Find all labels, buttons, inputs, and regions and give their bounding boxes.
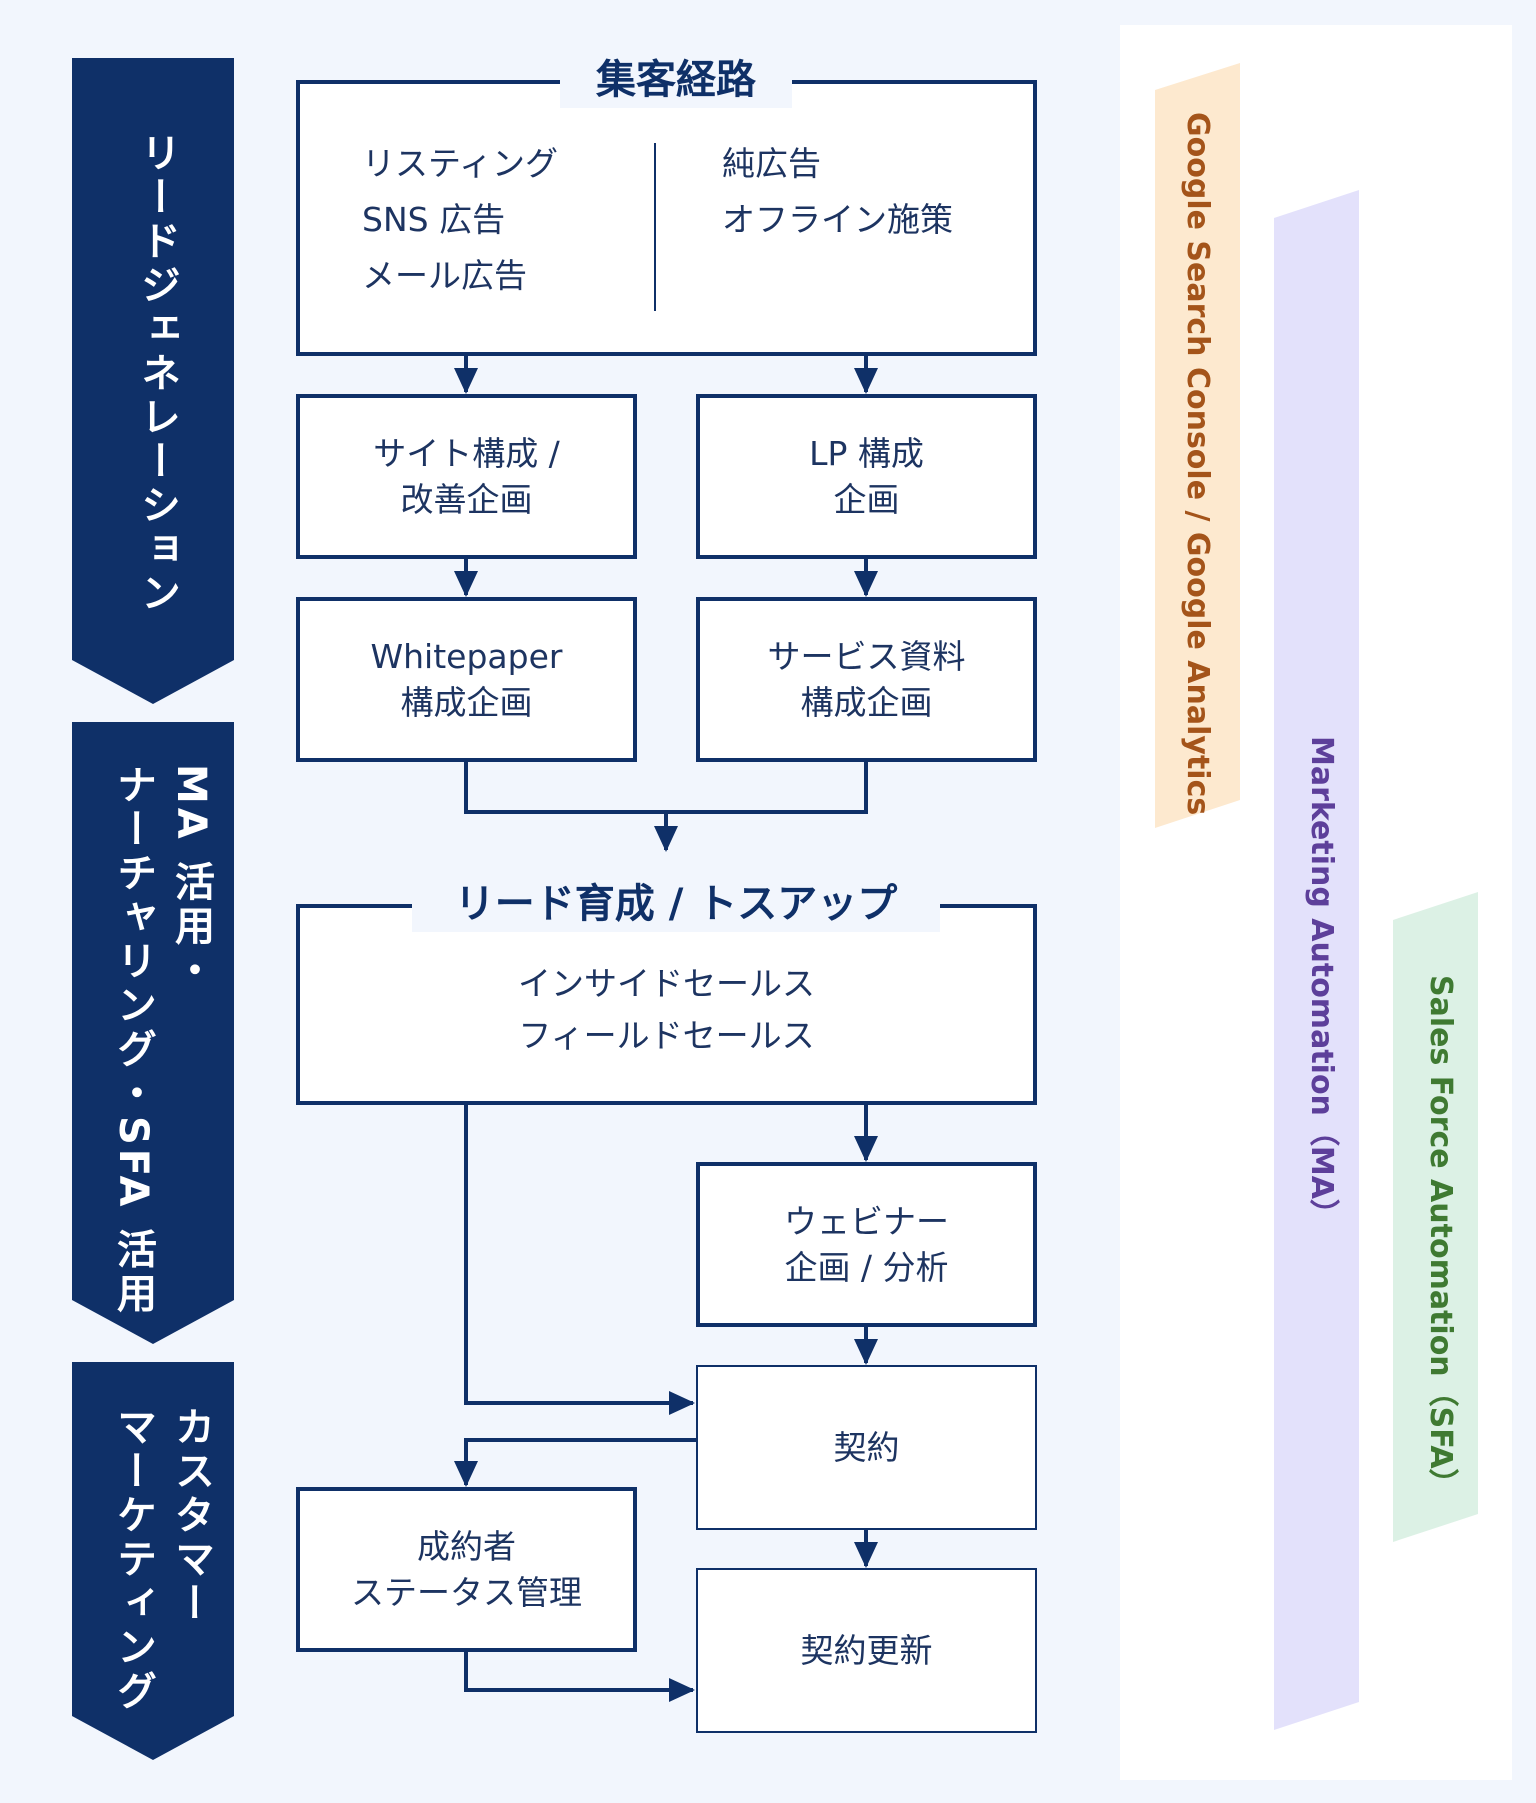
arrow-head (854, 1542, 878, 1568)
box-text: サービス資料 (767, 636, 966, 676)
webinar-box: ウェビナー 企画 / 分析 (696, 1162, 1037, 1327)
box-text: ウェビナー (784, 1201, 949, 1241)
box-text: 契約更新 (800, 1630, 933, 1670)
channel-item: 純広告 (722, 144, 821, 183)
customer-status-box: 成約者 ステータス管理 (296, 1487, 637, 1652)
arrow-head (454, 571, 478, 597)
service-doc-box: サービス資料 構成企画 (696, 597, 1037, 762)
channel-item: オフライン施策 (722, 200, 953, 239)
stage-chevron-lead-generation (72, 58, 234, 704)
lp-structure-box: LP 構成 企画 (696, 394, 1037, 559)
box-text: 構成企画 (400, 682, 533, 722)
channels-list-left: リスティング SNS 広告 メール広告 (362, 136, 558, 304)
stage-label-line: マーケティング (110, 1406, 156, 1714)
box-text: 成約者 (417, 1526, 516, 1566)
arrow-heads (454, 368, 878, 1702)
contract-box: 契約 (696, 1365, 1037, 1530)
tool-band-ma (1274, 190, 1359, 1730)
tool-label-sfa: Sales Force Automation（SFA） (1423, 975, 1458, 1499)
box-text: フィールドセールス (518, 1015, 815, 1055)
stage-label-line: リードジェネレーション (134, 132, 180, 616)
stage-label-line: ナーチャリング・SFA 活用 (110, 764, 156, 1317)
tool-label-ma: Marketing Automation（MA） (1304, 736, 1339, 1229)
site-structure-box: サイト構成 / 改善企画 (296, 394, 637, 559)
arrow-head (854, 368, 878, 394)
arrow-head (669, 1391, 695, 1415)
channel-item: メール広告 (362, 256, 527, 295)
stage-label-line: カスタマー (168, 1406, 214, 1626)
arrow-head (654, 826, 678, 852)
whitepaper-box: Whitepaper 構成企画 (296, 597, 637, 762)
channels-list-right: 純広告 オフライン施策 (722, 136, 953, 248)
channels-title: 集客経路 (560, 52, 792, 108)
arrow-head (454, 1461, 478, 1487)
tool-band-sfa (1393, 892, 1478, 1542)
stage-label-lead-generation: リードジェネレーション (128, 132, 186, 616)
renewal-box: 契約更新 (696, 1568, 1037, 1733)
stage-label-line: MA 活用・ (168, 764, 214, 993)
arrow-nurturing-to-contract (464, 1105, 693, 1405)
box-text: 契約 (833, 1427, 900, 1467)
connector-merge (464, 762, 868, 814)
arrow-head (854, 571, 878, 597)
arrow-contract-to-status (464, 1438, 697, 1485)
arrow-head (669, 1678, 695, 1702)
channel-item: リスティング (362, 144, 559, 183)
nurturing-box: インサイドセールス フィールドセールス (296, 904, 1037, 1105)
tool-label-google: Google Search Console / Google Analytics (1180, 112, 1215, 816)
arrow-head (454, 368, 478, 394)
stage-label-nurturing: MA 活用・ ナーチャリング・SFA 活用 (104, 764, 220, 1317)
channel-item: SNS 広告 (362, 200, 506, 239)
box-text: ステータス管理 (351, 1572, 582, 1612)
box-text: 改善企画 (400, 479, 533, 519)
stage-chevron-nurturing (72, 722, 234, 1344)
box-text: 企画 (833, 479, 900, 519)
stage-label-customer-marketing: カスタマー マーケティング (104, 1406, 220, 1726)
arrow-head (854, 1339, 878, 1365)
tool-band-google (1155, 63, 1240, 828)
stage-chevron-customer-marketing (72, 1362, 234, 1760)
box-text: LP 構成 (809, 433, 924, 473)
nurturing-title: リード育成 / トスアップ (412, 876, 940, 932)
box-text: サイト構成 / (373, 433, 560, 473)
box-text: インサイドセールス (518, 963, 815, 1003)
arrow-status-to-renewal (464, 1651, 693, 1692)
box-text: Whitepaper (370, 636, 563, 676)
arrow-head (854, 1136, 878, 1162)
box-text: 構成企画 (800, 682, 933, 722)
channels-divider (654, 143, 656, 311)
box-text: 企画 / 分析 (784, 1247, 949, 1287)
